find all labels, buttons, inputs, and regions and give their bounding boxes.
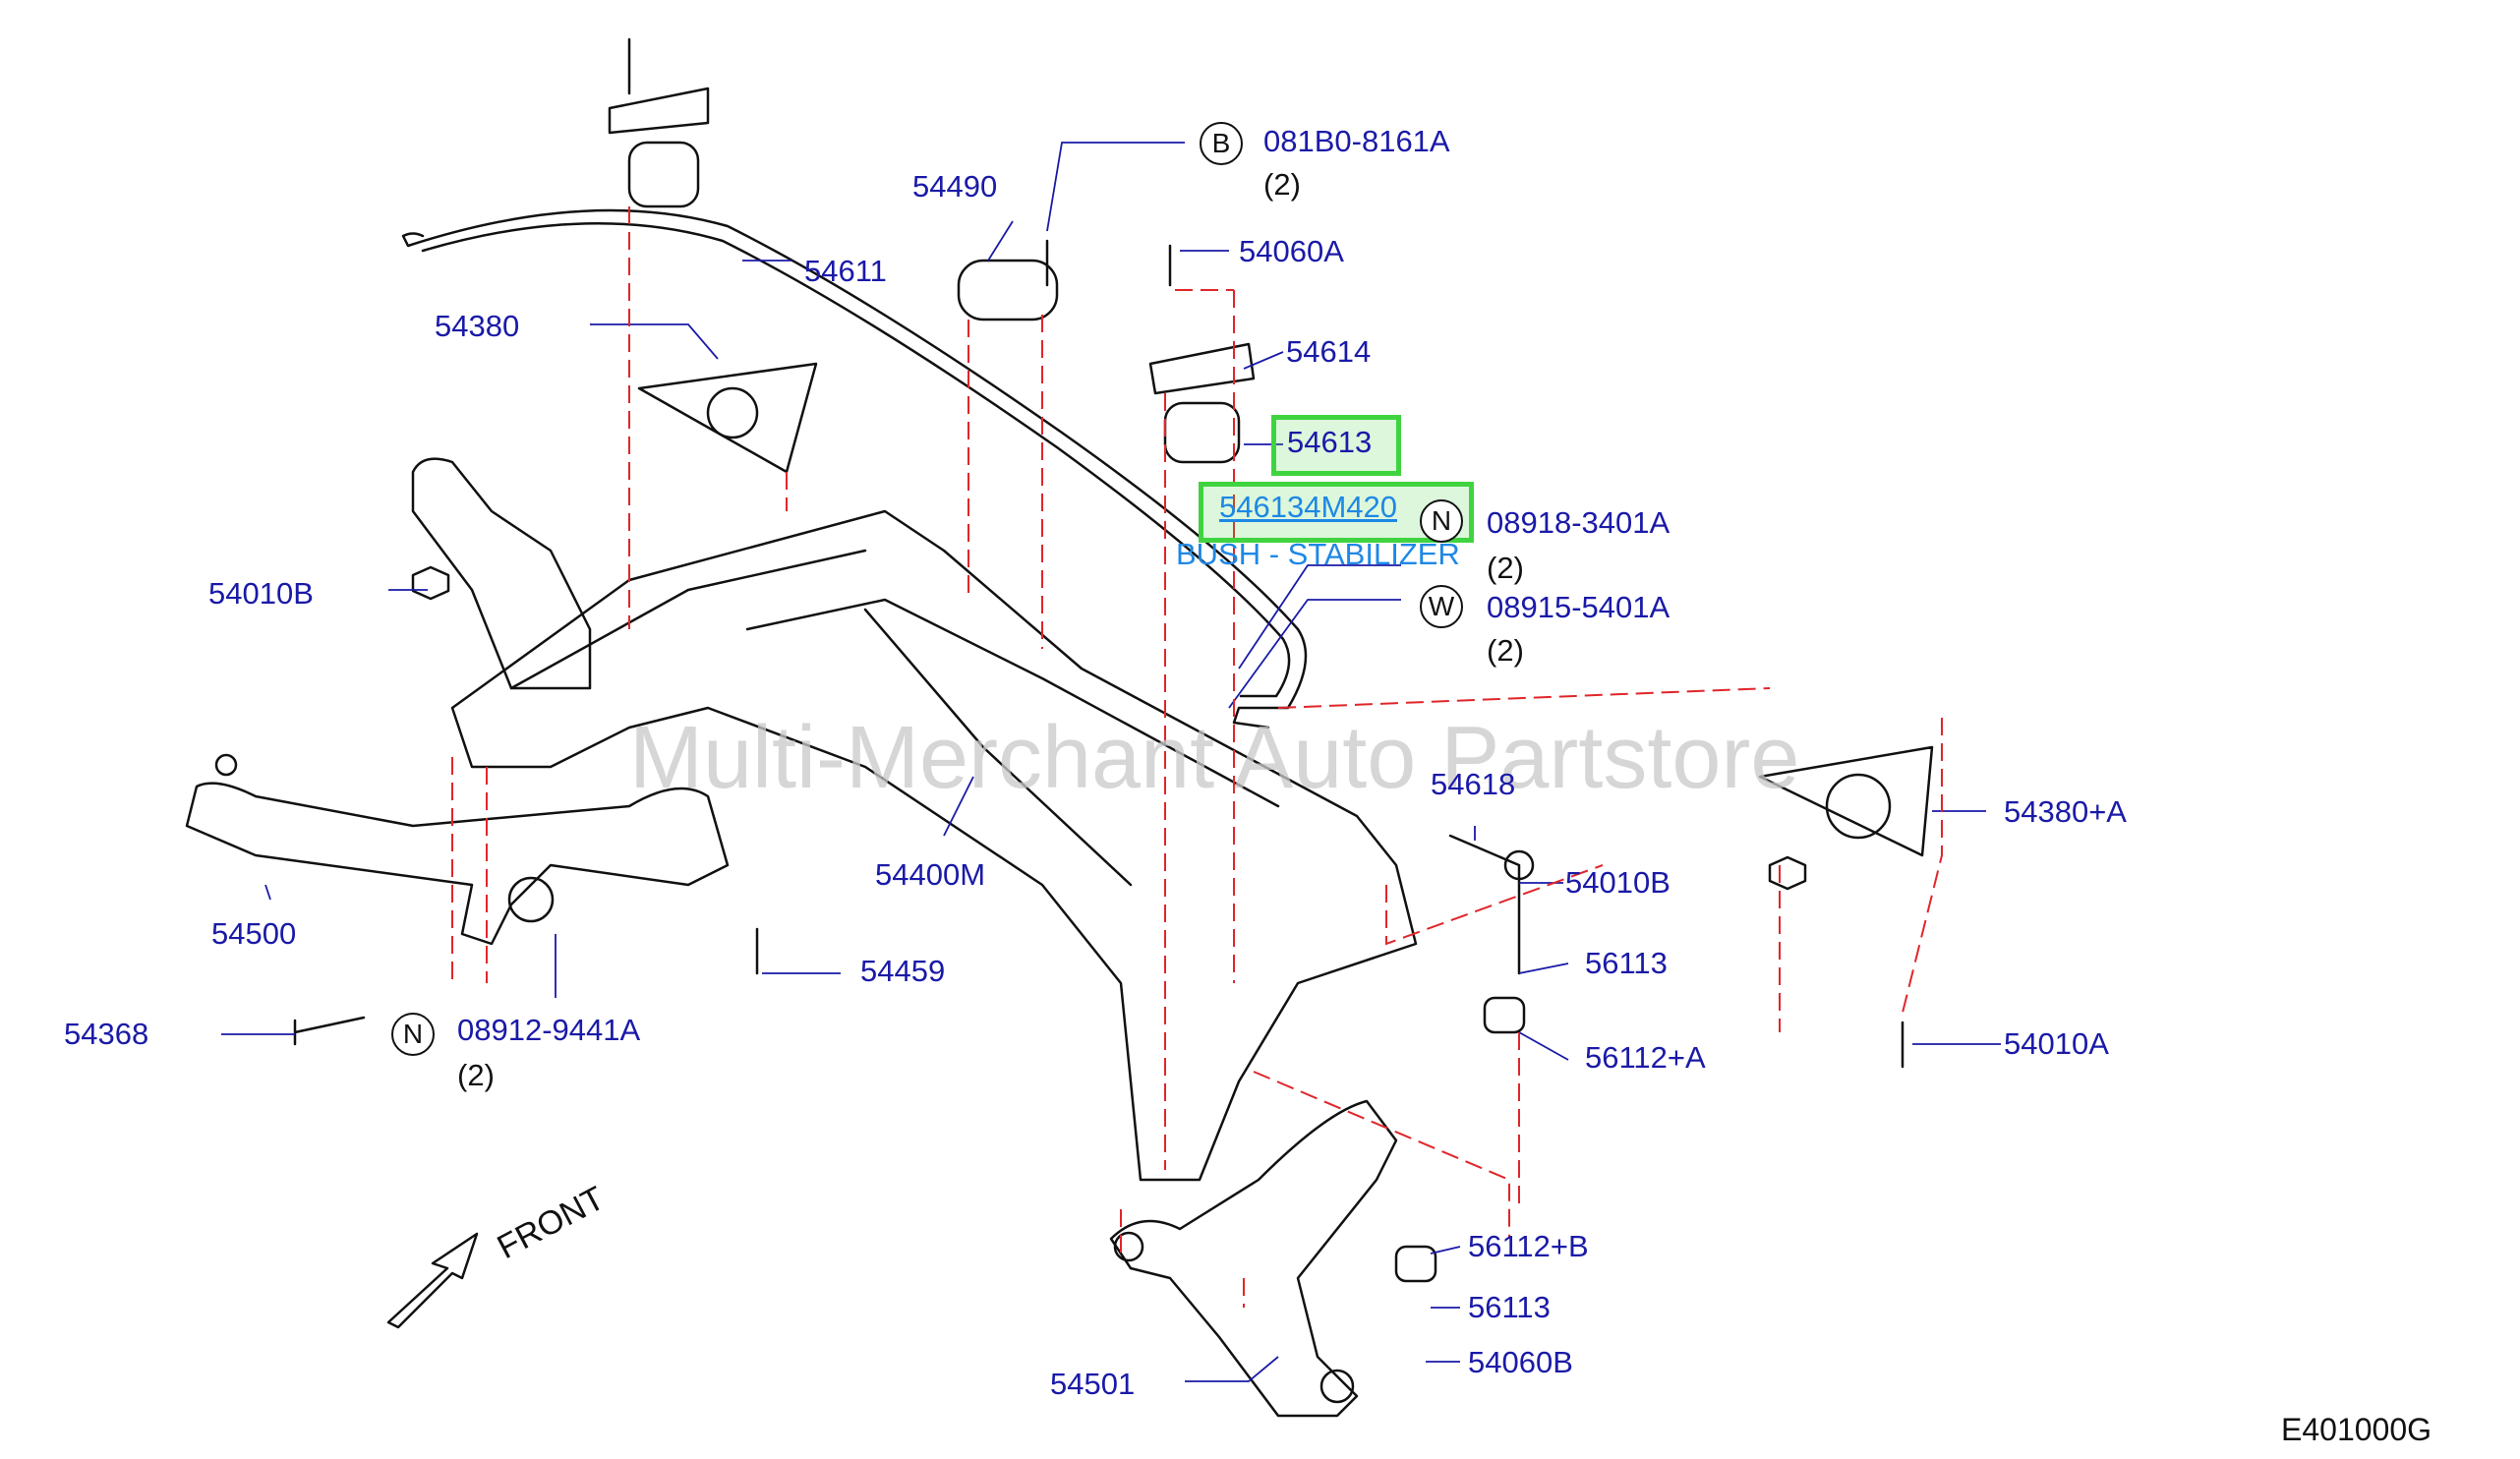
- watermark: Multi-Merchant Auto Partstore: [629, 709, 1800, 807]
- left-lower-arm: [185, 782, 730, 946]
- label-56112b[interactable]: 56112+B: [1468, 1229, 1589, 1263]
- label-qty-2-b: (2): [1487, 551, 1524, 585]
- label-54618[interactable]: 54618: [1431, 767, 1516, 801]
- badge-b: B: [1200, 122, 1243, 165]
- label-54614[interactable]: 54614: [1286, 334, 1372, 369]
- label-08915-5401a[interactable]: 08915-5401A: [1487, 590, 1670, 624]
- bushing-54613: [1163, 401, 1241, 464]
- label-54380a[interactable]: 54380+A: [2004, 794, 2127, 829]
- front-arrow: [386, 1232, 479, 1329]
- label-54368[interactable]: 54368: [64, 1017, 149, 1051]
- collar-54490: [957, 259, 1059, 321]
- label-081b0-8161a[interactable]: 081B0-8161A: [1263, 124, 1450, 158]
- label-54010b-left[interactable]: 54010B: [208, 576, 314, 611]
- clamp-54614: [1148, 342, 1256, 395]
- label-54060a[interactable]: 54060A: [1239, 234, 1344, 268]
- label-56113-bottom[interactable]: 56113: [1468, 1290, 1551, 1324]
- diagram-code: E401000G: [2281, 1412, 2432, 1447]
- clamp-top-left: [608, 87, 710, 135]
- label-54010b-right[interactable]: 54010B: [1565, 865, 1670, 900]
- label-54501[interactable]: 54501: [1050, 1367, 1136, 1401]
- link-546134m420[interactable]: 546134M420: [1219, 490, 1397, 524]
- label-54459[interactable]: 54459: [860, 954, 946, 988]
- badge-n-bottom: N: [391, 1013, 435, 1056]
- nut-54010B-right: [1768, 855, 1807, 891]
- label-qty-2-c: (2): [1487, 633, 1524, 668]
- label-54380[interactable]: 54380: [435, 309, 520, 343]
- label-qty-2-d: (2): [457, 1058, 495, 1092]
- label-54060b[interactable]: 54060B: [1468, 1345, 1573, 1379]
- label-08918-3401a[interactable]: 08918-3401A: [1487, 505, 1670, 540]
- highlight-box-54613: [1271, 415, 1401, 476]
- label-54490[interactable]: 54490: [912, 169, 998, 204]
- label-54500[interactable]: 54500: [211, 916, 297, 951]
- label-08912-9441a[interactable]: 08912-9441A: [457, 1013, 641, 1047]
- bushing-top-left: [627, 141, 700, 208]
- badge-w: W: [1420, 585, 1463, 628]
- right-lower-arm: [1109, 1099, 1398, 1418]
- bracket-54380-left: [637, 362, 818, 474]
- label-56113-top[interactable]: 56113: [1585, 946, 1668, 980]
- badge-n-top: N: [1420, 499, 1463, 543]
- desc-bush-stabilizer: BUSH - STABILIZER: [1176, 537, 1460, 571]
- label-54010a[interactable]: 54010A: [2004, 1026, 2109, 1061]
- bolt-54368: [293, 1016, 366, 1046]
- label-56112a[interactable]: 56112+A: [1585, 1040, 1706, 1075]
- bracket-54380a-right: [1758, 745, 1934, 857]
- label-54400m[interactable]: 54400M: [875, 857, 986, 892]
- stabilizer-bar: [401, 208, 1308, 730]
- label-qty-2-a: (2): [1263, 167, 1301, 202]
- label-54611[interactable]: 54611: [804, 254, 887, 288]
- crossmember: [450, 509, 1418, 1182]
- label-54613[interactable]: 54613: [1287, 425, 1373, 459]
- nut-54010B-left: [411, 565, 450, 601]
